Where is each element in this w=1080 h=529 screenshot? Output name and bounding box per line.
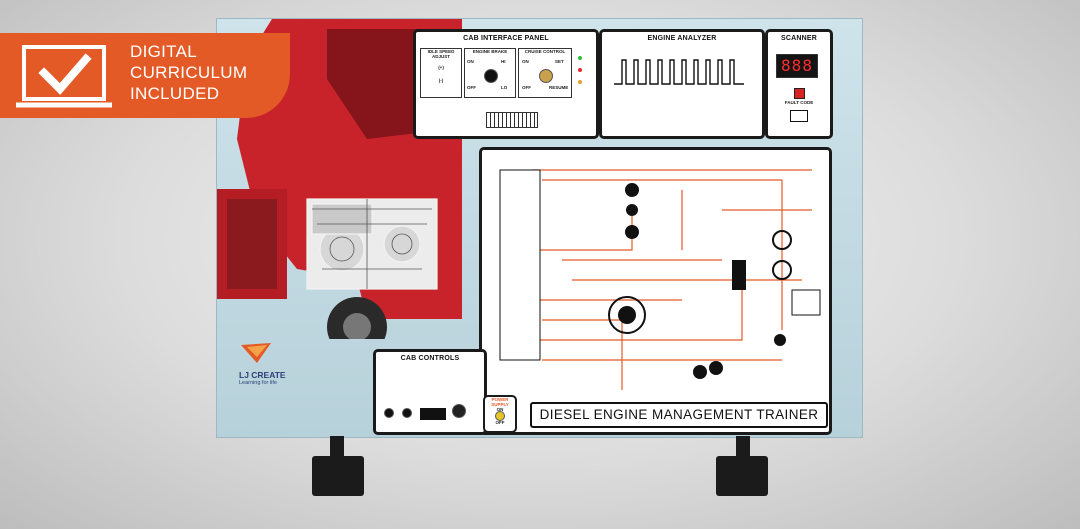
stand-foot-right (716, 456, 768, 496)
engine-brake-off: OFF (467, 85, 476, 90)
cruise-resume: RESUME (549, 85, 569, 90)
cruise-control-label: CRUISE CONTROL (524, 49, 566, 54)
power-supply-off: OFF (495, 420, 505, 425)
idle-speed-group: IDLE SPEED ADJUST (+) (-) (420, 48, 462, 98)
engine-brake-label: ENGINE BRAKE (472, 49, 508, 54)
badge-line: CURRICULUM (130, 63, 248, 82)
engine-brake-on: ON (467, 59, 474, 64)
ignition-switch[interactable] (452, 404, 466, 418)
main-title-box: DIESEL ENGINE MANAGEMENT TRAINER (530, 402, 828, 428)
power-supply-on: ON (496, 407, 504, 412)
power-supply-panel: POWER SUPPLY ON OFF (483, 395, 517, 433)
cab-interface-panel: CAB INTERFACE PANEL IDLE SPEED ADJUST (+… (413, 29, 599, 139)
connector-block (486, 112, 538, 128)
cruise-control-switch[interactable] (539, 69, 553, 83)
power-supply-label: POWER SUPPLY (491, 397, 509, 407)
schematic-panel: DIESEL ENGINE MANAGEMENT TRAINER (479, 147, 832, 435)
cruise-set: SET (555, 59, 564, 64)
cab-controls-title: CAB CONTROLS (400, 355, 460, 362)
trainer-board: CAB INTERFACE PANEL IDLE SPEED ADJUST (+… (216, 18, 863, 438)
scanner-display: 888 (776, 54, 818, 78)
stand-foot-left (312, 456, 364, 496)
lj-create-logo-icon (241, 343, 271, 363)
checkmark-laptop-icon (16, 45, 112, 108)
engine-brake-hi: HI (501, 59, 506, 64)
brand-tagline: Learning for life (239, 380, 277, 386)
badge-line: DIGITAL (130, 42, 197, 61)
wiring-schematic (499, 169, 821, 390)
scanner-title: SCANNER (780, 35, 817, 42)
engine-analyzer-title: ENGINE ANALYZER (647, 35, 717, 42)
brand-name: LJ CREATE (239, 370, 286, 380)
scanner-connector (790, 110, 808, 122)
fault-code-button[interactable] (794, 88, 805, 99)
control-switch[interactable] (384, 408, 394, 418)
cruise-off: OFF (522, 85, 531, 90)
main-title: DIESEL ENGINE MANAGEMENT TRAINER (539, 407, 819, 422)
cruise-on: ON (522, 59, 529, 64)
engine-brake-group: ENGINE BRAKE ON OFF HI LO (464, 48, 516, 98)
analyzer-signal-bars (614, 59, 744, 85)
digital-curriculum-badge: DIGITAL CURRICULUM INCLUDED (0, 33, 290, 118)
battery-block (420, 408, 446, 420)
lj-create-logo: LJ CREATE Learning for life (239, 341, 299, 386)
engine-brake-lo: LO (501, 85, 508, 90)
indicator-led (578, 68, 582, 72)
cruise-control-group: CRUISE CONTROL ON OFF SET RESUME (518, 48, 572, 98)
indicator-led (578, 80, 582, 84)
power-switch[interactable] (495, 411, 505, 421)
truck-cab-illustration (217, 19, 472, 339)
cab-controls-panel: CAB CONTROLS (373, 349, 487, 435)
stand-post-left (330, 436, 344, 458)
engine-brake-switch[interactable] (484, 69, 498, 83)
badge-text: DIGITAL CURRICULUM INCLUDED (130, 41, 247, 104)
badge-line: INCLUDED (130, 84, 220, 103)
scanner-panel: SCANNER 888 FAULT CODE (765, 29, 833, 139)
indicator-led (578, 56, 582, 60)
idle-speed-plus[interactable]: (+) (438, 65, 444, 70)
engine-analyzer-panel: ENGINE ANALYZER (599, 29, 765, 139)
cab-interface-panel-title: CAB INTERFACE PANEL (463, 35, 549, 42)
control-switch[interactable] (402, 408, 412, 418)
fault-code-label: FAULT CODE (784, 100, 814, 105)
stand-post-right (736, 436, 750, 458)
idle-speed-label: IDLE SPEED ADJUST (427, 49, 455, 59)
idle-speed-minus[interactable]: (-) (438, 78, 444, 83)
